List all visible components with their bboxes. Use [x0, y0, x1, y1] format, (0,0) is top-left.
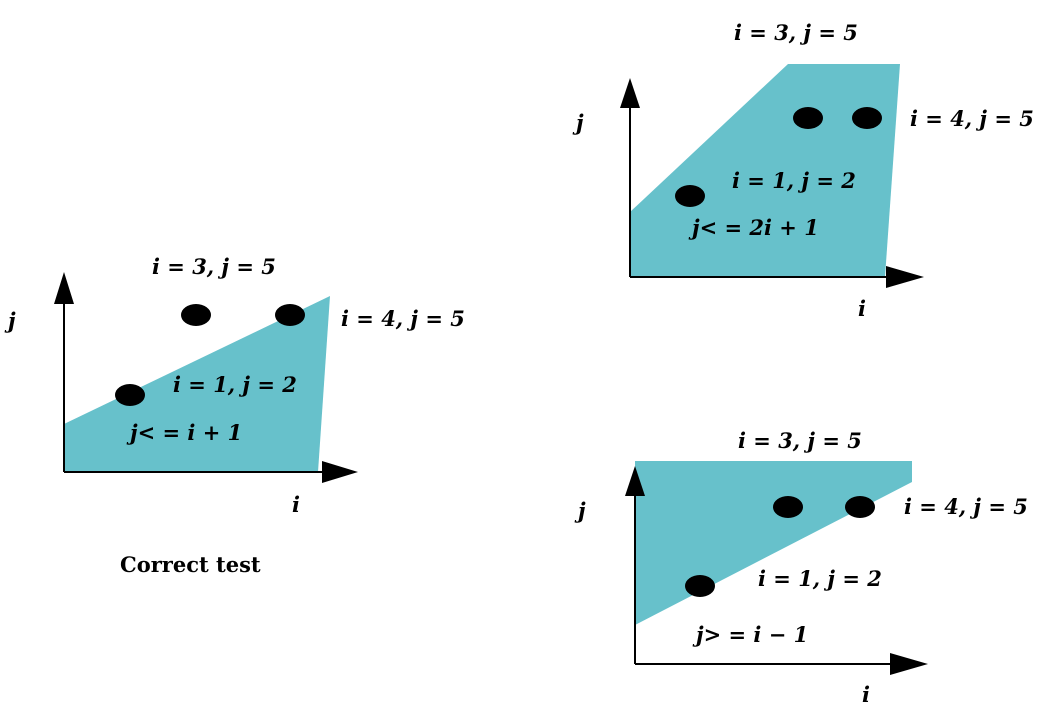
y-axis-arrowhead	[620, 78, 640, 108]
point-label-i4-j5: i = 4, j = 5	[904, 494, 1028, 519]
panel-left: j i i = 3, j = 5 i = 4, j = 5 i = 1, j =…	[4, 254, 465, 577]
x-axis-arrowhead	[890, 653, 928, 675]
point-label-i4-j5: i = 4, j = 5	[341, 306, 465, 331]
x-axis-label: i	[292, 492, 300, 517]
panel-top-right: j i i = 3, j = 5 i = 4, j = 5 i = 1, j =…	[572, 20, 1034, 321]
point-label-i1-j2: i = 1, j = 2	[732, 168, 856, 193]
x-axis-label: i	[862, 682, 870, 707]
feasible-region	[635, 461, 912, 625]
point-i3-j5	[773, 496, 803, 518]
y-axis-label: j	[4, 308, 16, 333]
feasible-region	[64, 296, 330, 472]
point-i3-j5	[181, 304, 211, 326]
feasible-region	[630, 64, 900, 277]
constraint-label: j< = i + 1	[126, 420, 242, 445]
constraint-label: j> = i − 1	[692, 622, 808, 647]
point-label-i1-j2: i = 1, j = 2	[173, 372, 297, 397]
point-i1-j2	[675, 185, 705, 207]
point-i4-j5	[852, 107, 882, 129]
x-axis-arrowhead	[322, 461, 358, 483]
caption-correct-test: Correct test	[120, 552, 261, 577]
constraint-label: j< = 2i + 1	[688, 215, 819, 240]
panel-bottom-right: j i i = 3, j = 5 i = 4, j = 5 i = 1, j =…	[574, 428, 1028, 707]
point-label-i1-j2: i = 1, j = 2	[758, 566, 882, 591]
x-axis-arrowhead	[886, 266, 924, 288]
y-axis-arrowhead	[54, 272, 74, 304]
point-i4-j5	[845, 496, 875, 518]
y-axis-arrowhead	[625, 466, 645, 496]
point-label-i3-j5: i = 3, j = 5	[152, 254, 276, 279]
point-label-i3-j5: i = 3, j = 5	[738, 428, 862, 453]
point-i3-j5	[793, 107, 823, 129]
point-label-i3-j5: i = 3, j = 5	[734, 20, 858, 45]
x-axis-label: i	[858, 296, 866, 321]
point-label-i4-j5: i = 4, j = 5	[910, 106, 1034, 131]
point-i1-j2	[115, 384, 145, 406]
point-i1-j2	[685, 575, 715, 597]
y-axis-label: j	[572, 110, 584, 135]
point-i4-j5	[275, 304, 305, 326]
y-axis-label: j	[574, 498, 586, 523]
